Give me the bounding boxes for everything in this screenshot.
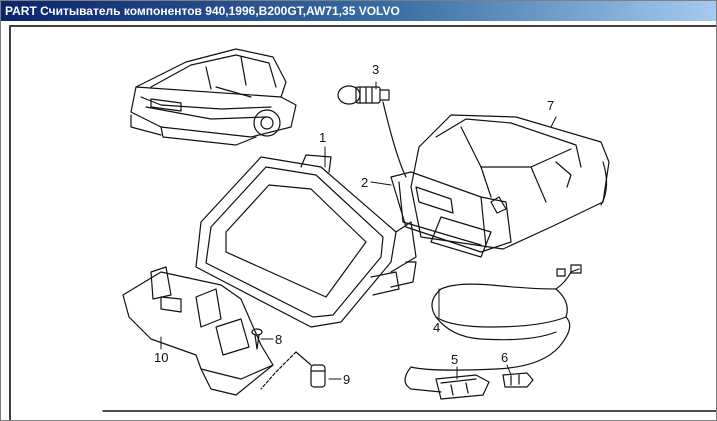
callout-9[interactable]: 9 bbox=[343, 372, 351, 387]
small-connector-part bbox=[502, 372, 534, 388]
exploded-view-drawing bbox=[102, 48, 716, 412]
parts-diagram: 1 2 3 4 5 6 7 8 9 10 bbox=[9, 25, 716, 420]
car-illustration bbox=[130, 48, 297, 146]
mount-bracket-part bbox=[122, 266, 274, 396]
window-title: PART Считыватель компонентов 940,1996,B2… bbox=[1, 1, 716, 21]
reflector-bracket-part bbox=[390, 171, 512, 253]
callout-4[interactable]: 4 bbox=[433, 320, 441, 335]
callout-2[interactable]: 2 bbox=[361, 175, 369, 190]
callout-1[interactable]: 1 bbox=[319, 130, 327, 145]
callout-6[interactable]: 6 bbox=[501, 350, 509, 365]
lens-frame-part bbox=[195, 154, 417, 328]
lamp-housing-part bbox=[410, 114, 610, 258]
callout-10[interactable]: 10 bbox=[154, 350, 169, 365]
leader-lines bbox=[160, 81, 557, 380]
wire-harness-part bbox=[404, 264, 582, 393]
callout-5[interactable]: 5 bbox=[451, 352, 459, 367]
callout-3[interactable]: 3 bbox=[372, 62, 380, 77]
callout-7[interactable]: 7 bbox=[547, 98, 555, 113]
bulb-part bbox=[337, 85, 407, 178]
connector-part bbox=[435, 374, 490, 400]
socket-part bbox=[260, 351, 326, 390]
callout-8[interactable]: 8 bbox=[275, 332, 283, 347]
